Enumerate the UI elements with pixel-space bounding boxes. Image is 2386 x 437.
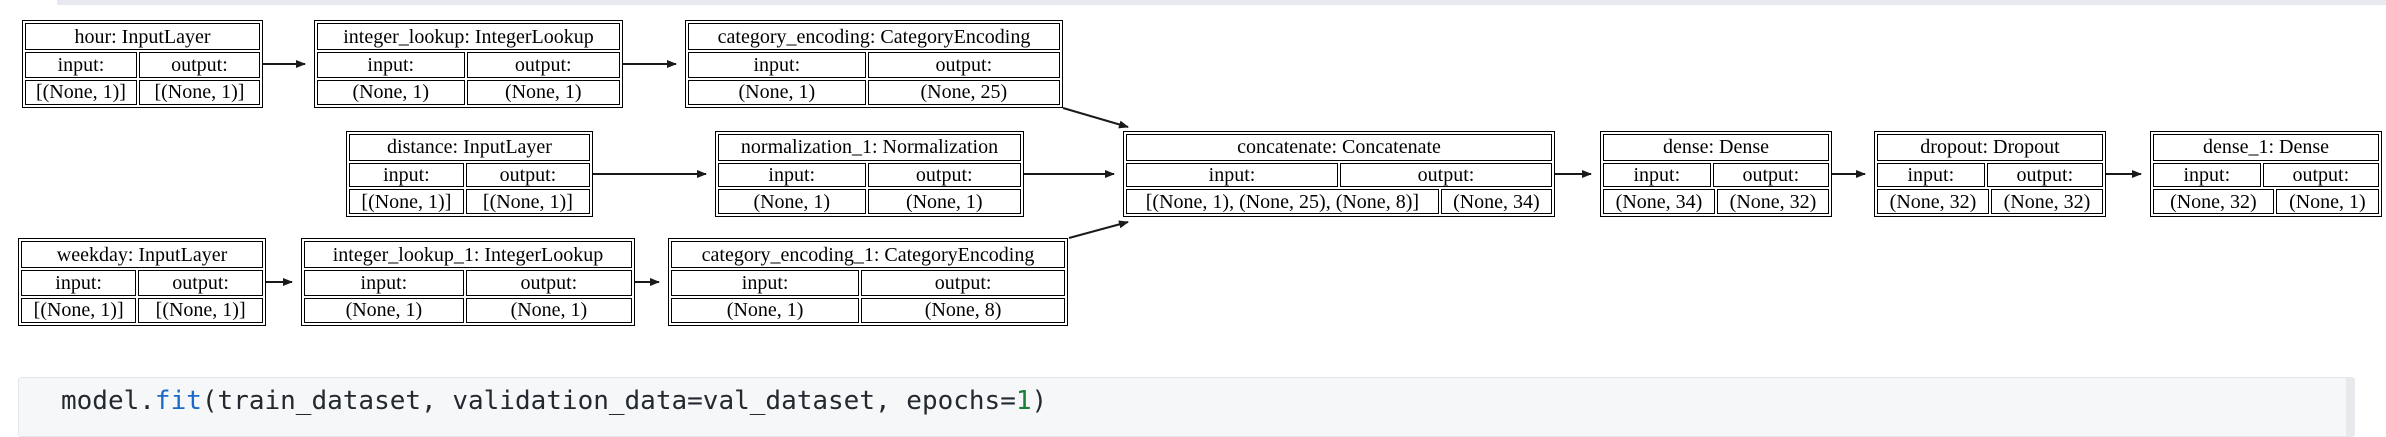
input-shape: (None, 1)	[304, 297, 464, 323]
input-shape: (None, 1)	[718, 189, 866, 215]
node-title: normalization_1: Normalization	[718, 134, 1021, 161]
node-normalization-1: normalization_1: Normalization input: ou…	[715, 131, 1024, 217]
node-title: integer_lookup: IntegerLookup	[317, 23, 620, 51]
node-title: hour: InputLayer	[25, 23, 260, 51]
output-label: output:	[138, 270, 263, 296]
output-label: output:	[466, 52, 620, 78]
output-label: output:	[138, 52, 260, 78]
input-label: input:	[304, 270, 464, 296]
node-title: dense_1: Dense	[2153, 134, 2379, 161]
node-title: distance: InputLayer	[349, 134, 590, 161]
output-shape: (None, 34)	[1440, 189, 1552, 215]
output-shape: (None, 8)	[861, 297, 1065, 323]
node-hour: hour: InputLayer input: output: [(None, …	[22, 20, 263, 108]
input-label: input:	[25, 52, 137, 78]
input-label: input:	[688, 52, 866, 78]
input-label: input:	[349, 162, 464, 188]
input-shape: (None, 1)	[688, 79, 866, 105]
input-shape: [(None, 1)]	[21, 297, 137, 323]
output-shape: (None, 1)	[2275, 189, 2379, 215]
input-shape: (None, 32)	[2153, 189, 2274, 215]
node-distance: distance: InputLayer input: output: [(No…	[346, 131, 593, 217]
output-label: output:	[1986, 162, 2103, 188]
input-label: input:	[1603, 162, 1711, 188]
node-category-encoding: category_encoding: CategoryEncoding inpu…	[685, 20, 1063, 108]
input-label: input:	[1877, 162, 1985, 188]
output-label: output:	[465, 162, 590, 188]
output-shape: (None, 1)	[466, 79, 620, 105]
node-title: category_encoding_1: CategoryEncoding	[671, 241, 1065, 269]
node-dense-1: dense_1: Dense input: output: (None, 32)…	[2150, 131, 2382, 217]
node-title: category_encoding: CategoryEncoding	[688, 23, 1060, 51]
node-category-encoding-1: category_encoding_1: CategoryEncoding in…	[668, 238, 1068, 326]
node-title: weekday: InputLayer	[21, 241, 263, 269]
input-label: input:	[718, 162, 866, 188]
code-cell[interactable]: model.fit(train_dataset, validation_data…	[18, 377, 2355, 437]
input-shape: [(None, 1), (None, 25), (None, 8)]	[1126, 189, 1439, 215]
input-shape: (None, 34)	[1603, 189, 1715, 215]
output-shape: [(None, 1)]	[138, 297, 263, 323]
model-architecture-diagram: hour: InputLayer input: output: [(None, …	[18, 20, 2382, 326]
output-label: output:	[867, 52, 1060, 78]
node-title: concatenate: Concatenate	[1126, 134, 1552, 161]
output-shape: [(None, 1)]	[138, 79, 260, 105]
input-label: input:	[317, 52, 465, 78]
code-token: )	[1031, 386, 1048, 416]
output-label: output:	[1340, 162, 1552, 188]
node-dropout: dropout: Dropout input: output: (None, 3…	[1874, 131, 2106, 217]
code-token-function: fit	[154, 386, 202, 416]
node-integer-lookup: integer_lookup: IntegerLookup input: out…	[314, 20, 623, 108]
code-token: (train_dataset, validation_data=val_data…	[201, 386, 1016, 416]
output-label: output:	[1712, 162, 1829, 188]
input-shape: (None, 1)	[317, 79, 465, 105]
node-title: dense: Dense	[1603, 134, 1829, 161]
input-label: input:	[21, 270, 137, 296]
output-label: output:	[465, 270, 632, 296]
notebook-cell-divider	[57, 0, 2386, 5]
edge-categoryencoding1-concatenate	[1068, 220, 1129, 239]
node-title: dropout: Dropout	[1877, 134, 2103, 161]
edge-categoryencoding-concatenate	[1062, 107, 1129, 129]
output-label: output:	[2262, 162, 2379, 188]
output-shape: [(None, 1)]	[465, 189, 590, 215]
input-label: input:	[1126, 162, 1338, 188]
edge-arrows	[263, 60, 2142, 286]
input-shape: [(None, 1)]	[349, 189, 464, 215]
node-concatenate: concatenate: Concatenate input: output: …	[1123, 131, 1555, 217]
code-token: model.	[61, 386, 155, 416]
input-shape: [(None, 1)]	[25, 79, 137, 105]
code-token-number: 1	[1015, 386, 1032, 416]
node-title: integer_lookup_1: IntegerLookup	[304, 241, 632, 269]
input-shape: (None, 1)	[671, 297, 860, 323]
output-shape: (None, 1)	[867, 189, 1021, 215]
node-dense: dense: Dense input: output: (None, 34) (…	[1600, 131, 1832, 217]
output-shape: (None, 32)	[1717, 189, 1829, 215]
output-label: output:	[861, 270, 1065, 296]
input-shape: (None, 32)	[1877, 189, 1989, 215]
node-weekday: weekday: InputLayer input: output: [(Non…	[18, 238, 266, 326]
code-line[interactable]: model.fit(train_dataset, validation_data…	[19, 378, 2346, 419]
output-shape: (None, 32)	[1991, 189, 2103, 215]
output-shape: (None, 1)	[465, 297, 632, 323]
input-label: input:	[2153, 162, 2261, 188]
output-shape: (None, 25)	[867, 79, 1060, 105]
input-label: input:	[671, 270, 860, 296]
output-label: output:	[867, 162, 1021, 188]
node-integer-lookup-1: integer_lookup_1: IntegerLookup input: o…	[301, 238, 635, 326]
